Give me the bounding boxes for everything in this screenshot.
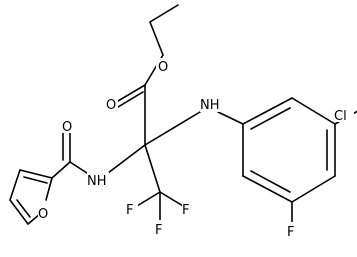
atom-o-carbonyl-ester: O xyxy=(106,98,116,113)
atom-f-cf3-right: F xyxy=(182,203,189,218)
bond-ester-co-double-a xyxy=(117,84,146,102)
bond-ring-inner-3 xyxy=(250,170,291,193)
bond-nh-ring xyxy=(217,111,244,125)
bond-central-nh-aryl xyxy=(144,111,201,146)
atom-nh-aryl: NH xyxy=(200,98,220,113)
atom-f-cf3-left: F xyxy=(126,203,133,218)
bond-ethyl-c1-c2 xyxy=(149,4,179,23)
bond-ring-4 xyxy=(291,175,336,203)
atom-f-ring: F xyxy=(287,225,294,240)
bond-ring-1 xyxy=(242,97,293,125)
bond-furan-4 xyxy=(9,199,29,225)
atom-o-amide: O xyxy=(62,120,72,135)
atom-nh-amide: NH xyxy=(87,174,107,189)
bond-furan-inner-1 xyxy=(23,176,48,184)
bond-ring-2 xyxy=(291,97,336,125)
bond-ethyl-c2-o xyxy=(149,21,164,56)
atom-o-furan: O xyxy=(38,207,48,222)
bond-furan-inner-2 xyxy=(16,199,31,218)
bond-cf3-f-left xyxy=(136,191,161,207)
bond-central-nh-amide xyxy=(107,144,146,174)
bond-furan-2 xyxy=(19,169,53,179)
bond-amide-furan xyxy=(51,161,71,179)
atom-labels: O O NH Cl F O NH F F F O xyxy=(38,58,354,240)
bond-ring-5 xyxy=(242,175,293,203)
atom-o-ester: O xyxy=(158,60,168,75)
bond-ring-inner-1 xyxy=(250,107,291,130)
atom-f-cf3-bottom: F xyxy=(155,223,162,238)
bond-cf3-f-right xyxy=(159,191,184,207)
atom-cl: Cl xyxy=(334,109,347,124)
bond-central-cf3 xyxy=(144,144,161,193)
bond-furan-3 xyxy=(9,169,21,201)
bond-ester-co-double-b xyxy=(117,91,144,108)
bond-furan-1 xyxy=(45,177,53,201)
bond-nh-amide-c xyxy=(69,161,91,176)
